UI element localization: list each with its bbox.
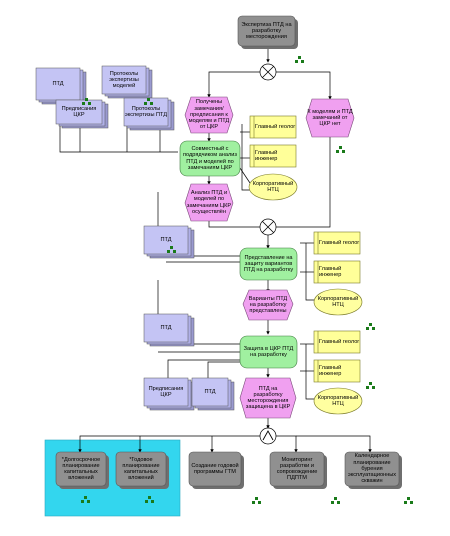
doc-proposals-bottom-label: Предписания ЦКР [148, 385, 184, 398]
doc-ptd-bottom-label: ПТД [204, 388, 216, 395]
process-link-icon [366, 323, 375, 330]
role-geologist-3-label: Главный геолог [319, 338, 360, 345]
process-link-icon [81, 496, 90, 503]
document-shape-proposals-bottom [143, 377, 195, 411]
role-shape-engineer-1 [249, 144, 297, 168]
org-shape-ntc-1 [248, 173, 298, 201]
xor-connector-icon [259, 63, 277, 81]
process-annual-label[interactable]: *Годовое планирование капитальных вложен… [122, 456, 160, 482]
role-shape-engineer-3 [313, 359, 361, 383]
process-link-icon [144, 98, 153, 105]
event-shape-received [184, 96, 234, 134]
role-shape-geologist-2 [313, 231, 361, 255]
role-geologist-2-label: Главный геолог [319, 239, 360, 246]
role-engineer-1-label: Главный инженер [255, 149, 278, 162]
process-shape-annual [115, 451, 169, 489]
document-shape-protocols-models [101, 65, 153, 99]
role-geologist-1-label: Главный геолог [255, 123, 296, 130]
process-link-icon [252, 497, 261, 504]
org-shape-ntc-2 [313, 288, 363, 316]
function-shape-present [239, 247, 298, 281]
process-long-term-label[interactable]: *Долгосрочное планирование капитальных в… [61, 456, 101, 482]
document-shape-ptd-low [143, 313, 195, 347]
process-monitoring-label[interactable]: Мониторинг разработки и сопровождение ПД… [276, 456, 318, 482]
org-shape-ntc-3 [313, 387, 363, 415]
role-shape-engineer-2 [313, 260, 361, 284]
process-link-icon [295, 56, 304, 63]
role-engineer-2-label: Главный инженер [319, 265, 342, 278]
function-shape-correct [179, 140, 241, 177]
event-analysis-label[interactable]: Анализ ПТД и моделей по замечаниям ЦКР о… [186, 190, 232, 215]
function-shape-defense [239, 335, 298, 369]
process-link-icon [336, 146, 345, 153]
function-correct-label[interactable]: Совместный с подрядчиком анализ ПТД и мо… [183, 146, 237, 171]
process-shape-monitoring [269, 451, 327, 489]
org-ntc-2-label: Корпоративный НТЦ [317, 295, 359, 308]
process-link-icon [331, 497, 340, 504]
process-shape-gtm [188, 451, 244, 489]
function-defense-label[interactable]: Защита в ЦКР ПТД на разработку [243, 345, 294, 358]
event-variants-label[interactable]: Варианты ПТД на разработку представлены [248, 295, 288, 315]
and-connector-icon [259, 427, 277, 445]
doc-protocols-ptd-label: Протоколы экспертизы ПТД [124, 105, 168, 118]
process-link-icons [81, 56, 413, 504]
process-link-icon [145, 496, 154, 503]
process-shape-calendar [344, 451, 402, 489]
event-received-label[interactable]: Получены замечания/предписания к моделям… [188, 99, 230, 131]
process-shape-top [237, 15, 298, 49]
document-shape-ptd-top [35, 67, 87, 105]
process-link-icon [167, 246, 176, 253]
document-shape-protocols-ptd [123, 97, 175, 131]
doc-ptd-mid-label: ПТД [160, 236, 172, 243]
event-shape-variants [242, 289, 294, 321]
function-present-label[interactable]: Представление на защиту вариантов ПТД на… [243, 254, 294, 274]
top-process-label[interactable]: Экспертиза ПТД на разработку месторожден… [241, 21, 292, 41]
doc-ptd-top-label: ПТД [52, 80, 64, 87]
role-shape-geologist-3 [313, 330, 361, 354]
process-link-icon [82, 98, 91, 105]
process-link-icon [404, 497, 413, 504]
event-no-remarks-label[interactable]: К моделям и ПТД замечаний от ЦКР нет [307, 108, 353, 128]
event-defended-label[interactable]: ПТД на разработку месторождения защищена… [245, 385, 291, 411]
doc-proposals-top-label: Предписания ЦКР [61, 105, 97, 118]
doc-protocols-models-label: Протоколы экспертизы моделей [109, 70, 139, 90]
process-link-icon [366, 382, 375, 389]
doc-ptd-low-label: ПТД [160, 324, 172, 331]
document-shape-ptd-mid [143, 225, 195, 259]
xor-connector-2-icon [259, 218, 277, 236]
process-calendar-label[interactable]: Календарное планирование бурения эксплуа… [347, 453, 397, 485]
role-engineer-3-label: Главный инженер [319, 364, 342, 377]
document-shape-ptd-bottom [191, 377, 235, 411]
org-ntc-3-label: Корпоративный НТЦ [317, 394, 359, 407]
event-shape-analysis-done [184, 183, 234, 222]
event-shape-defended [239, 377, 297, 419]
process-gtm-label[interactable]: Создание годовой программы ГТМ [191, 462, 239, 475]
role-shape-geologist-1 [249, 115, 297, 139]
org-ntc-1-label: Корпоративный НТЦ [252, 180, 294, 193]
event-shape-no-remarks [305, 98, 355, 138]
process-shape-long-term [55, 451, 109, 489]
document-shape-proposals-top [55, 99, 109, 129]
